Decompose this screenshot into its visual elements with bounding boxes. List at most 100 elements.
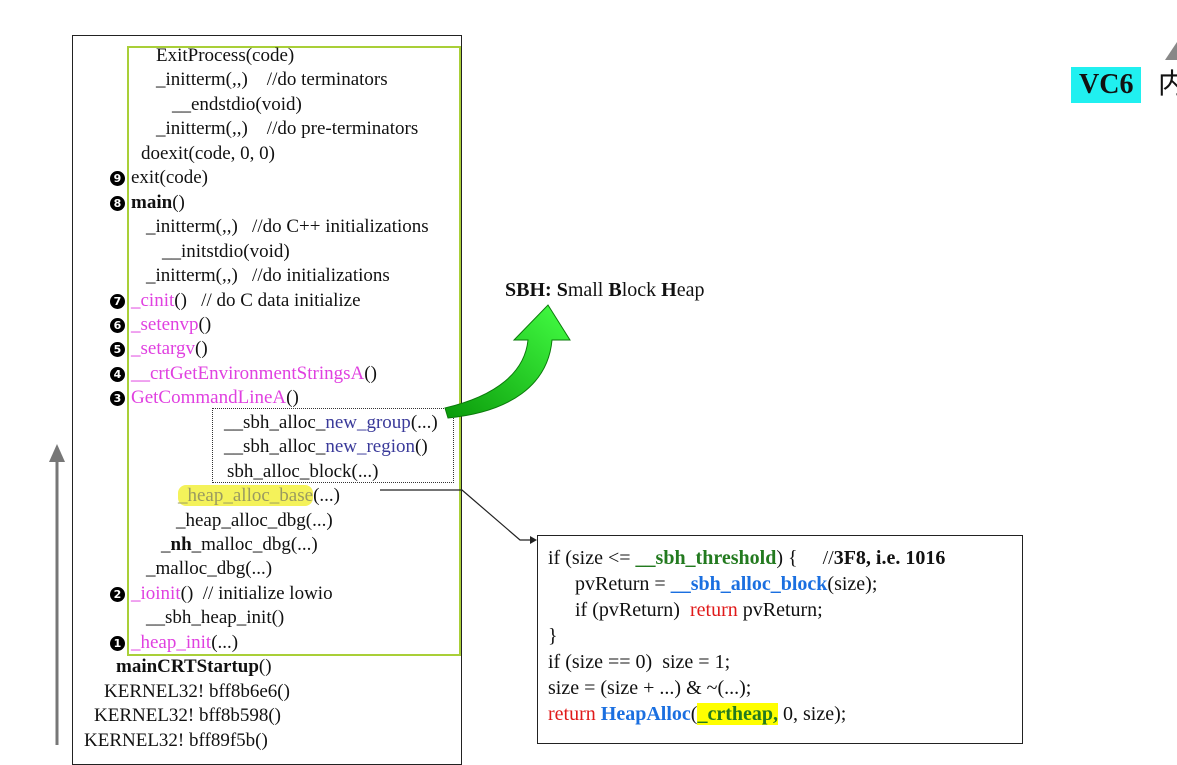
step-number-badge: 2 xyxy=(110,586,125,602)
code-line: } xyxy=(548,623,558,649)
code-line: return HeapAlloc(_crtheap, 0, size); xyxy=(548,701,846,727)
code-token: pvReturn; xyxy=(737,599,823,621)
stack-line: _initterm(,,) //do pre-terminators xyxy=(156,117,418,141)
code-token: __sbh_alloc_block xyxy=(670,573,828,595)
stack-line: _heap_alloc_dbg(...) xyxy=(176,509,333,533)
step-number-badge: 8 xyxy=(110,195,125,211)
stack-line: KERNEL32! bff8b6e6() xyxy=(104,680,290,704)
up-arrow-icon xyxy=(49,444,65,745)
code-token: (size); xyxy=(827,573,878,595)
code-token: () xyxy=(415,436,428,458)
stack-line: 8 main() xyxy=(110,191,185,215)
code-token: 3F8, i.e. 1016 xyxy=(833,547,946,569)
code-token: () xyxy=(258,656,272,678)
code-token: _setenvp xyxy=(131,313,199,335)
code-token: (...) xyxy=(211,631,239,653)
code-token: _initterm(,,) //do C++ initializations xyxy=(146,216,429,238)
step-number-badge: 3 xyxy=(110,391,125,407)
code-token: _initterm(,,) //do initializations xyxy=(146,265,390,287)
code-token: _setargv xyxy=(131,338,196,360)
code-line: if (size == 0) size = 1; xyxy=(548,649,730,675)
stack-line: __endstdio(void) xyxy=(172,93,302,117)
stack-line: sbh_alloc_block(...) xyxy=(227,460,378,484)
code-token: return xyxy=(689,599,738,621)
stack-line: doexit(code, 0, 0) xyxy=(141,142,275,166)
code-line: if (size <= __sbh_threshold) { //3F8, i.… xyxy=(548,545,945,571)
code-token: __sbh_threshold xyxy=(635,547,777,569)
code-token: _heap_alloc_dbg(...) xyxy=(176,509,333,531)
code-token: __crtGetEnvironmentStringsA xyxy=(131,362,365,384)
code-token: _heap_alloc_base xyxy=(178,485,314,507)
stack-line: _nh_malloc_dbg(...) xyxy=(161,533,318,557)
code-token: new_region xyxy=(325,436,416,458)
step-number-badge: 1 xyxy=(110,635,125,651)
stack-line: mainCRTStartup() xyxy=(116,655,272,679)
stack-line: __sbh_alloc_new_group(...) xyxy=(224,411,438,435)
code-token: pvReturn = xyxy=(575,573,671,595)
stack-line: _initterm(,,) //do terminators xyxy=(156,68,388,92)
step-number-badge: 4 xyxy=(110,366,125,382)
code-token: ) { // xyxy=(776,547,834,569)
stack-line: 1 _heap_init(...) xyxy=(110,631,239,655)
sbh-label-part: lock xyxy=(621,279,662,301)
code-token: __endstdio(void) xyxy=(172,93,302,115)
code-token: KERNEL32! bff8b598() xyxy=(94,705,281,727)
code-token: _ioinit xyxy=(131,582,181,604)
code-token: () // do C data initialize xyxy=(174,289,361,311)
code-line: size = (size + ...) & ~(...); xyxy=(548,675,751,701)
code-token: } xyxy=(548,625,558,647)
stack-line: __initstdio(void) xyxy=(162,240,290,264)
step-number-badge: 6 xyxy=(110,317,125,333)
heap-alloc-base-code-box: if (size <= __sbh_threshold) { //3F8, i.… xyxy=(537,535,1023,744)
code-token: exit(code) xyxy=(131,167,209,189)
code-token: doexit(code, 0, 0) xyxy=(141,142,276,164)
code-token: _malloc_dbg(...) xyxy=(146,558,273,580)
crt-startup-frame xyxy=(127,46,461,656)
stack-line: _initterm(,,) //do C++ initializations xyxy=(146,215,429,239)
code-token: __initstdio(void) xyxy=(162,240,290,262)
stack-line: 6 _setenvp() xyxy=(110,313,212,337)
code-token: () xyxy=(195,338,208,360)
stack-line: _malloc_dbg(...) xyxy=(146,557,272,581)
code-token: () xyxy=(198,313,212,335)
code-token: _heap_init xyxy=(131,631,212,653)
sbh-abbr: SBH: xyxy=(505,279,552,301)
stack-line: _initterm(,,) //do initializations xyxy=(146,264,390,288)
sbh-label-part: mall xyxy=(567,279,609,301)
code-token: main xyxy=(131,191,173,213)
code-token: _initterm(,,) //do terminators xyxy=(156,69,388,91)
code-token: KERNEL32! bff8b6e6() xyxy=(104,680,290,702)
code-token: if (size <= xyxy=(548,547,636,569)
code-token: ExitProcess(code) xyxy=(156,45,295,66)
code-token: _ xyxy=(161,534,171,555)
code-token: (...) xyxy=(410,411,438,433)
code-token: (...) xyxy=(313,485,340,507)
code-token: size = (size + ...) & ~(...); xyxy=(548,677,752,699)
step-number-badge: 7 xyxy=(110,293,125,309)
code-token: _malloc_dbg(...) xyxy=(191,534,318,555)
sbh-alloc-group xyxy=(212,408,454,483)
code-token: () xyxy=(364,362,377,384)
sbh-label: SBH: Small Block Heap xyxy=(505,279,704,302)
curved-green-arrow-icon xyxy=(444,304,571,419)
code-token: __sbh_heap_init() xyxy=(146,607,285,629)
sbh-label-part: eap xyxy=(676,279,705,301)
code-line: if (pvReturn) return pvReturn; xyxy=(575,597,823,623)
stack-line: _heap_alloc_base(...) xyxy=(178,484,340,508)
code-token: _crtheap, xyxy=(697,703,778,725)
code-token: () xyxy=(172,191,185,213)
gray-triangle-icon xyxy=(1165,42,1177,60)
pointer-line xyxy=(380,489,537,544)
code-token: sbh_alloc_block(...) xyxy=(227,460,379,482)
stack-line: 2 _ioinit() // initialize lowio xyxy=(110,582,333,606)
stack-line: 5_setargv() xyxy=(110,337,208,361)
stack-line: KERNEL32! bff89f5b() xyxy=(84,729,268,753)
code-token: 0, size); xyxy=(777,703,847,725)
code-token: mainCRTStartup xyxy=(116,656,259,678)
code-token: ( xyxy=(690,703,698,725)
code-token: __sbh_alloc_ xyxy=(224,436,326,458)
code-token: () // initialize lowio xyxy=(180,582,333,604)
